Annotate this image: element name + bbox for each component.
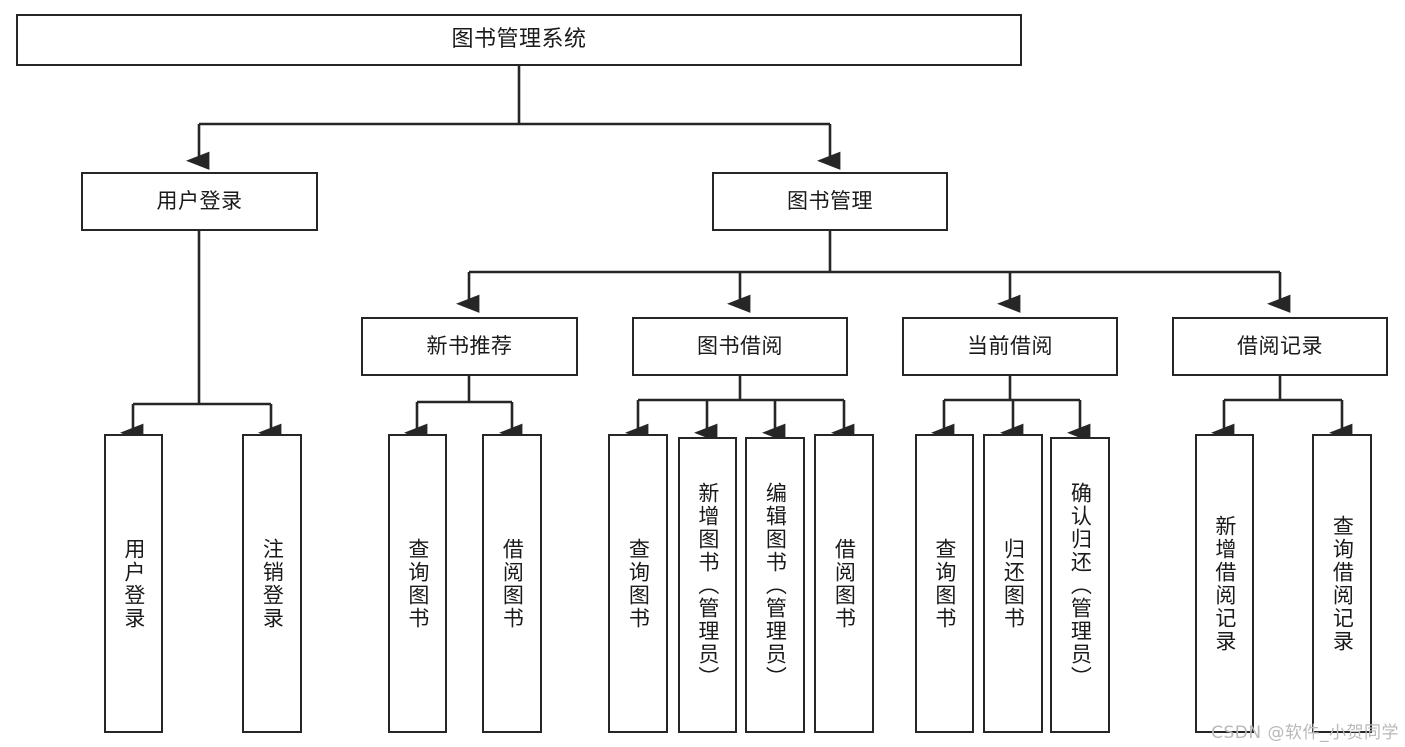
leaf-logout[interactable]: 注销登录 <box>242 434 302 733</box>
leaf-currentborrow-return-books[interactable]: 归还图书 <box>983 434 1043 733</box>
node-label: 查询图书 <box>405 537 430 630</box>
node-label: 当前借阅 <box>967 333 1053 358</box>
leaf-currentborrow-query-books[interactable]: 查询图书 <box>915 434 974 733</box>
node-label: 确认归还（管理员） <box>1068 481 1093 689</box>
node-label: 查询图书 <box>626 537 651 630</box>
node-root-book-management-system[interactable]: 图书管理系统 <box>16 14 1022 66</box>
node-label: 用户登录 <box>156 188 243 213</box>
node-label: 注销登录 <box>260 537 285 630</box>
node-label: 归还图书 <box>1001 537 1026 630</box>
node-label: 图书管理系统 <box>451 26 587 52</box>
leaf-bookborrow-borrow-books[interactable]: 借阅图书 <box>814 434 874 733</box>
leaf-newbook-borrow-books[interactable]: 借阅图书 <box>482 434 542 733</box>
node-label: 借阅图书 <box>500 537 525 630</box>
leaf-currentborrow-confirm-return-admin[interactable]: 确认归还（管理员） <box>1050 437 1110 733</box>
node-book-borrowing[interactable]: 图书借阅 <box>632 317 848 376</box>
leaf-bookborrow-edit-book-admin[interactable]: 编辑图书（管理员） <box>745 437 805 733</box>
node-current-borrowing[interactable]: 当前借阅 <box>902 317 1118 376</box>
node-label: 借阅记录 <box>1237 333 1323 358</box>
node-label: 查询借阅记录 <box>1330 514 1355 653</box>
node-borrow-records[interactable]: 借阅记录 <box>1172 317 1388 376</box>
node-label: 新书推荐 <box>426 333 513 358</box>
node-label: 编辑图书（管理员） <box>763 481 788 689</box>
leaf-user-login[interactable]: 用户登录 <box>104 434 163 733</box>
leaf-bookborrow-query-books[interactable]: 查询图书 <box>608 434 668 733</box>
node-label: 新增图书（管理员） <box>695 481 720 689</box>
node-new-book-recommendation[interactable]: 新书推荐 <box>361 317 578 376</box>
leaf-newbook-query-books[interactable]: 查询图书 <box>388 434 447 733</box>
node-user-login[interactable]: 用户登录 <box>81 172 318 231</box>
node-book-management[interactable]: 图书管理 <box>712 172 948 231</box>
node-label: 图书管理 <box>787 188 873 213</box>
node-label: 图书借阅 <box>697 333 783 358</box>
leaf-borrowrecord-add-record[interactable]: 新增借阅记录 <box>1195 434 1254 733</box>
leaf-bookborrow-add-book-admin[interactable]: 新增图书（管理员） <box>678 437 737 733</box>
node-label: 新增借阅记录 <box>1212 514 1237 653</box>
leaf-borrowrecord-query-record[interactable]: 查询借阅记录 <box>1312 434 1372 733</box>
node-label: 用户登录 <box>121 537 146 630</box>
node-label: 查询图书 <box>932 537 957 630</box>
watermark: CSDN @软件_小贺同学 <box>1211 723 1399 743</box>
node-label: 借阅图书 <box>832 537 857 630</box>
